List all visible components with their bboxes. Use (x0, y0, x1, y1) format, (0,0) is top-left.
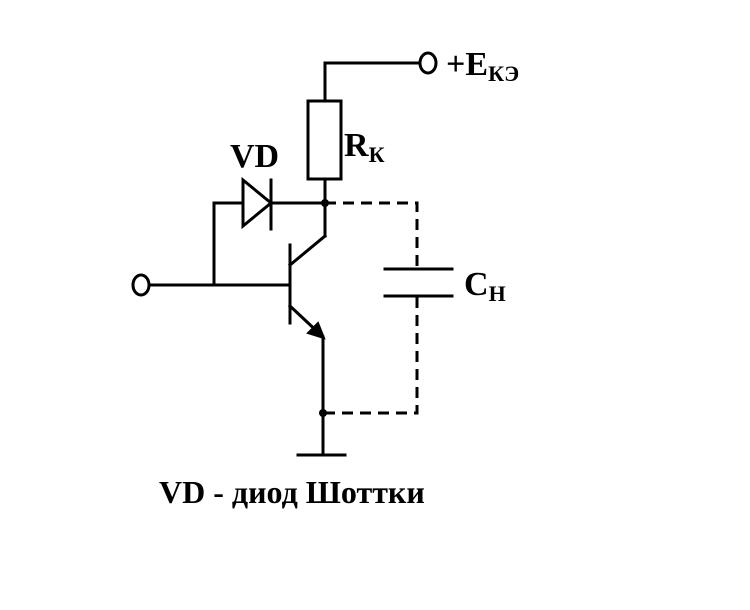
caption: VD - диод Шоттки (159, 474, 425, 510)
capacitor-label: CН (464, 266, 506, 306)
supply-terminal (323, 51, 438, 102)
collector-resistor (306, 99, 343, 181)
supply-label: +EКЭ (446, 46, 519, 86)
resistor-label: RК (344, 127, 385, 167)
npn-transistor (287, 201, 328, 415)
schottky-diode (212, 176, 327, 287)
load-capacitor (323, 201, 454, 415)
ground-symbol (296, 411, 347, 457)
diode-label: VD (230, 138, 279, 175)
input-terminal (131, 273, 291, 297)
